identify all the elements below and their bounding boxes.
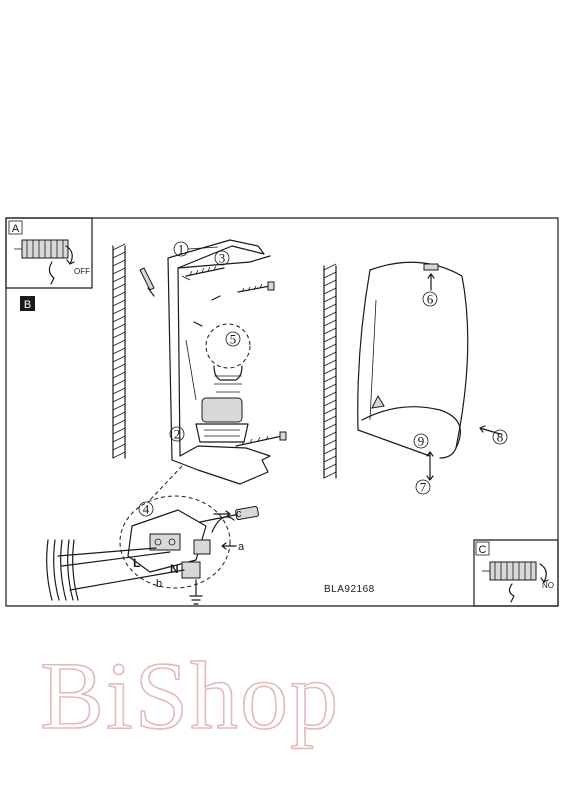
callout-7: 7: [416, 480, 430, 495]
wall-plug-icon: [140, 268, 154, 296]
callout-8: 8: [493, 430, 507, 445]
screwdriver-icon: [200, 506, 259, 532]
panel-c-on-label: ON: [542, 580, 554, 589]
svg-text:2: 2: [174, 427, 181, 442]
ground-icon: [190, 580, 202, 604]
svg-text:4: 4: [143, 502, 150, 517]
bulb-socket: [196, 324, 250, 442]
callout-5: 5: [226, 332, 240, 347]
panel-a-off-label: OFF: [74, 267, 90, 276]
switch-on-arrow-icon: [540, 564, 548, 582]
arrow-a-icon: [222, 543, 236, 549]
svg-text:7: 7: [420, 480, 427, 495]
panel-a-letter: A: [12, 223, 20, 235]
panel-c: C ON: [474, 540, 558, 606]
clip-icon: [424, 264, 438, 270]
wire-label-neutral: N: [170, 562, 179, 576]
terminal-block-icon: [482, 562, 536, 580]
wire-letter-b: b: [156, 578, 162, 590]
hand-icon: [509, 584, 514, 602]
detail-leader-line: [150, 466, 182, 500]
callout-9: 9: [414, 434, 428, 449]
callout-2: 2: [170, 427, 184, 442]
callout-3: 3: [215, 251, 229, 266]
watermark-logo: BiShop: [40, 642, 340, 749]
panel-a: A OFF: [6, 218, 92, 288]
callout-6: 6: [423, 292, 437, 307]
svg-text:1: 1: [178, 242, 185, 257]
wall-right: [324, 264, 336, 478]
wire-label-live: L: [133, 556, 140, 570]
mounting-bracket: [168, 240, 270, 484]
bulb-dashed-outline: [206, 324, 250, 368]
sheet-frame: [6, 218, 558, 606]
wall-left: [113, 244, 125, 458]
glass-shade: [358, 262, 468, 458]
arrow-up-icon: [428, 274, 434, 290]
model-code: BLA92168: [324, 584, 375, 595]
terminal-block-icon: [14, 240, 68, 258]
svg-text:6: 6: [427, 292, 434, 307]
hand-icon: [49, 262, 54, 284]
wire-letter-c: c: [236, 508, 242, 520]
earth-terminal-icon: [194, 540, 210, 554]
panel-b-letter: B: [24, 299, 31, 311]
wire-letter-a: a: [238, 541, 245, 553]
svg-text:8: 8: [497, 430, 504, 445]
svg-text:3: 3: [219, 251, 226, 266]
arrow-updown-icon: [427, 452, 433, 480]
svg-text:5: 5: [230, 332, 237, 347]
svg-text:9: 9: [418, 434, 425, 449]
callout-4: 4: [139, 502, 153, 517]
panel-c-letter: C: [479, 544, 487, 556]
